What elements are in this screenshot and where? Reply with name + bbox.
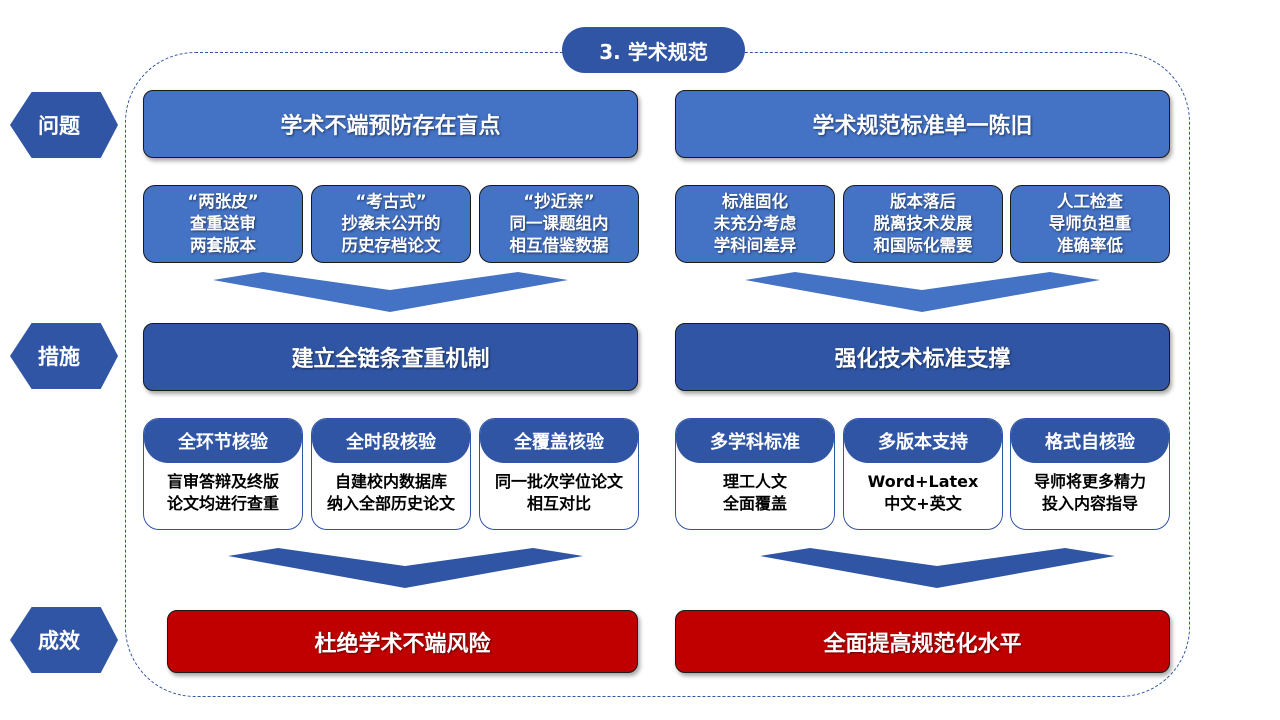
card-header: 全覆盖核验	[480, 419, 638, 463]
card-body: 导师将更多精力投入内容指导	[1011, 463, 1169, 515]
measure-card-right-2: 格式自核验导师将更多精力投入内容指导	[1010, 418, 1170, 530]
card-header: 全环节核验	[144, 419, 302, 463]
detail-line: 学科间差异	[713, 236, 797, 255]
card-line: 相互对比	[526, 494, 591, 513]
detail-line: 相互借鉴数据	[509, 236, 609, 255]
problem-detail-left-2: “抄近亲” 同一课题组内相互借鉴数据	[479, 185, 639, 263]
card-header: 多版本支持	[844, 419, 1002, 463]
detail-line: “抄近亲”	[523, 192, 595, 211]
measure-card-left-2: 全覆盖核验同一批次学位论文相互对比	[479, 418, 639, 530]
detail-line: “两张皮”	[187, 192, 259, 211]
arrow-down-left-1	[213, 272, 568, 312]
card-line: 盲审答辩及终版	[166, 472, 279, 491]
problem-right: 学术规范标准单一陈旧	[675, 90, 1170, 158]
card-line: 纳入全部历史论文	[326, 494, 455, 513]
detail-line: “考古式”	[355, 192, 427, 211]
card-body: 同一批次学位论文相互对比	[480, 463, 638, 515]
detail-line: 准确率低	[1057, 236, 1123, 255]
detail-line: 查重送审	[190, 214, 256, 233]
card-body: 理工人文全面覆盖	[676, 463, 834, 515]
detail-line: 两套版本	[190, 236, 256, 255]
problem-detail-left-0: “两张皮” 查重送审两套版本	[143, 185, 303, 263]
card-line: 论文均进行查重	[166, 494, 279, 513]
tag-result: 成效	[10, 607, 118, 673]
measure-card-right-1: 多版本支持 Word+Latex 中文+英文	[843, 418, 1003, 530]
measure-right: 强化技术标准支撑	[675, 323, 1170, 391]
card-line: 导师将更多精力	[1033, 472, 1146, 491]
card-body: Word+Latex 中文+英文	[844, 463, 1002, 515]
detail-line: 标准固化	[722, 192, 788, 211]
card-header: 格式自核验	[1011, 419, 1169, 463]
arrow-down-left-2	[228, 548, 583, 588]
detail-line: 脱离技术发展	[873, 214, 973, 233]
card-body: 自建校内数据库纳入全部历史论文	[312, 463, 470, 515]
measure-card-left-0: 全环节核验盲审答辩及终版论文均进行查重	[143, 418, 303, 530]
detail-line: 人工检查	[1057, 192, 1123, 211]
card-line: 自建校内数据库	[334, 472, 447, 491]
detail-line: 导师负担重	[1048, 214, 1132, 233]
problem-left: 学术不端预防存在盲点	[143, 90, 638, 158]
problem-detail-right-0: 标准固化未充分考虑学科间差异	[675, 185, 835, 263]
detail-line: 和国际化需要	[873, 236, 973, 255]
problem-detail-right-2: 人工检查导师负担重准确率低	[1010, 185, 1170, 263]
section-title: 3. 学术规范	[562, 27, 745, 73]
card-line: 理工人文	[722, 472, 787, 491]
measure-card-left-1: 全时段核验自建校内数据库纳入全部历史论文	[311, 418, 471, 530]
detail-line: 抄袭未公开的	[341, 214, 441, 233]
arrow-down-right-2	[760, 548, 1115, 588]
detail-line: 未充分考虑	[713, 214, 797, 233]
card-line: 投入内容指导	[1041, 494, 1138, 513]
problem-detail-right-1: 版本落后脱离技术发展和国际化需要	[843, 185, 1003, 263]
card-body: 盲审答辩及终版论文均进行查重	[144, 463, 302, 515]
measure-card-right-0: 多学科标准理工人文全面覆盖	[675, 418, 835, 530]
card-line: 中文+英文	[884, 494, 962, 513]
arrow-down-right-1	[745, 272, 1100, 312]
card-line: 全面覆盖	[722, 494, 787, 513]
result-left: 杜绝学术不端风险	[167, 610, 638, 673]
tag-measure: 措施	[10, 323, 118, 389]
detail-line: 版本落后	[890, 192, 956, 211]
tag-problem: 问题	[10, 92, 118, 158]
measure-left: 建立全链条查重机制	[143, 323, 638, 391]
result-right: 全面提高规范化水平	[675, 610, 1170, 673]
card-line: Word+Latex	[867, 472, 979, 491]
detail-line: 同一课题组内	[509, 214, 609, 233]
detail-line: 历史存档论文	[341, 236, 441, 255]
problem-detail-left-1: “考古式” 抄袭未公开的历史存档论文	[311, 185, 471, 263]
card-header: 全时段核验	[312, 419, 470, 463]
card-header: 多学科标准	[676, 419, 834, 463]
card-line: 同一批次学位论文	[494, 472, 623, 491]
